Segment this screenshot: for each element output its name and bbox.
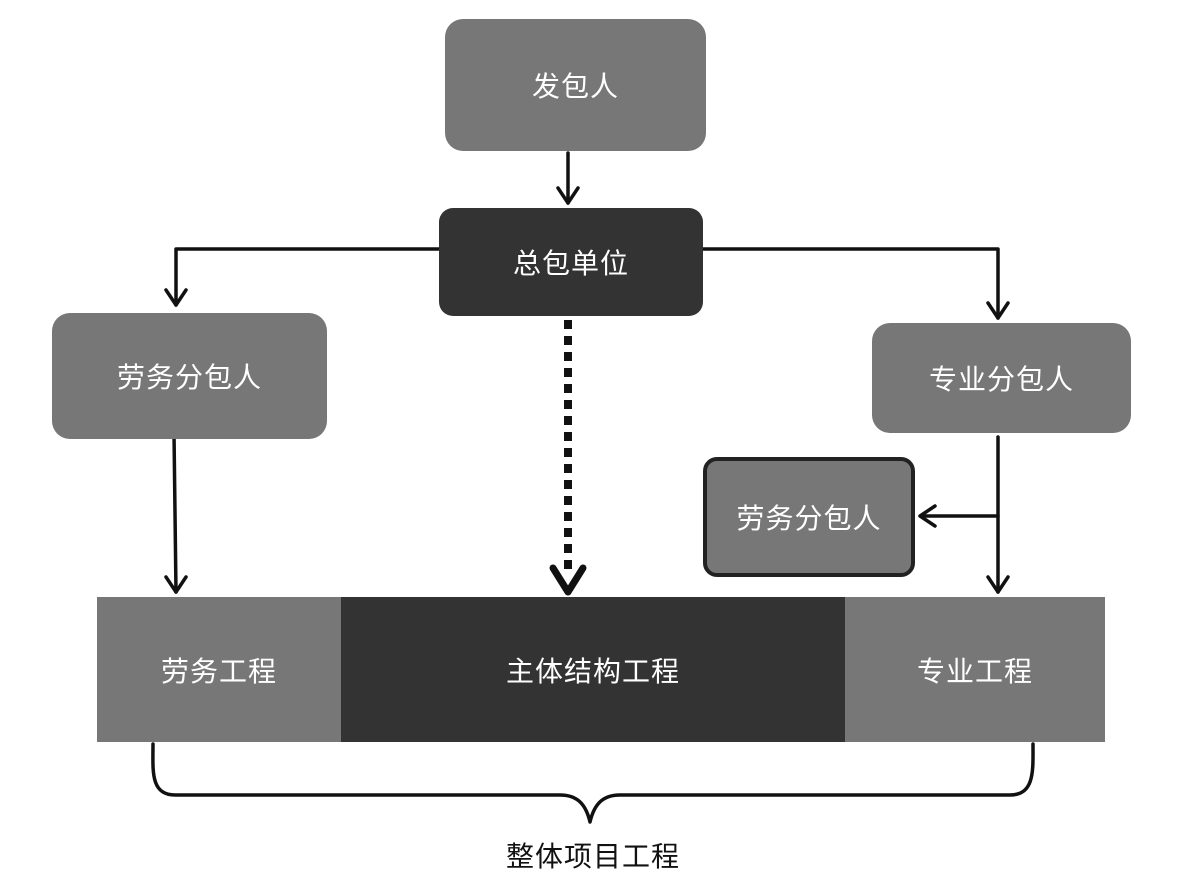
project-bar: 劳务工程 主体结构工程 专业工程 xyxy=(97,597,1105,742)
arrowhead-specialty-to-labor-right xyxy=(918,504,937,528)
labor-works-segment: 劳务工程 xyxy=(97,597,341,742)
general-contractor-box: 总包单位 xyxy=(439,208,703,316)
labor-subcontractor-right-box: 劳务分包人 xyxy=(703,457,915,577)
specialty-works-label: 专业工程 xyxy=(916,654,1033,688)
specialty-subcontractor-box: 专业分包人 xyxy=(872,323,1131,433)
owner-label: 发包人 xyxy=(531,70,619,103)
arrowhead-specialty-to-specialty-works xyxy=(986,575,1010,594)
general-contractor-label: 总包单位 xyxy=(512,247,629,280)
arrowhead-general-to-specialty xyxy=(986,301,1010,320)
arrow-general-to-labor-left xyxy=(174,247,441,307)
main-structure-segment: 主体结构工程 xyxy=(341,597,845,742)
labor-subcontractor-left-box: 劳务分包人 xyxy=(52,313,327,439)
arrowhead-labor-left-to-labor-works xyxy=(164,575,188,594)
arrowhead-owner-to-general xyxy=(556,186,580,205)
arrow-general-to-specialty xyxy=(701,247,1000,320)
arrowhead-general-to-main xyxy=(549,564,587,596)
arrowhead-general-to-labor-left xyxy=(164,288,188,307)
main-structure-label: 主体结构工程 xyxy=(505,654,680,688)
overall-project-label: 整体项目工程 xyxy=(505,840,680,873)
labor-subcontractor-right-label: 劳务分包人 xyxy=(736,502,882,535)
labor-works-label: 劳务工程 xyxy=(160,654,277,688)
specialty-works-segment: 专业工程 xyxy=(845,597,1105,742)
specialty-subcontractor-label: 专业分包人 xyxy=(928,363,1074,396)
labor-subcontractor-left-label: 劳务分包人 xyxy=(116,361,262,394)
overall-brace xyxy=(151,742,1035,824)
owner-box: 发包人 xyxy=(445,19,706,151)
arrow-labor-left-to-labor-works xyxy=(172,431,178,594)
